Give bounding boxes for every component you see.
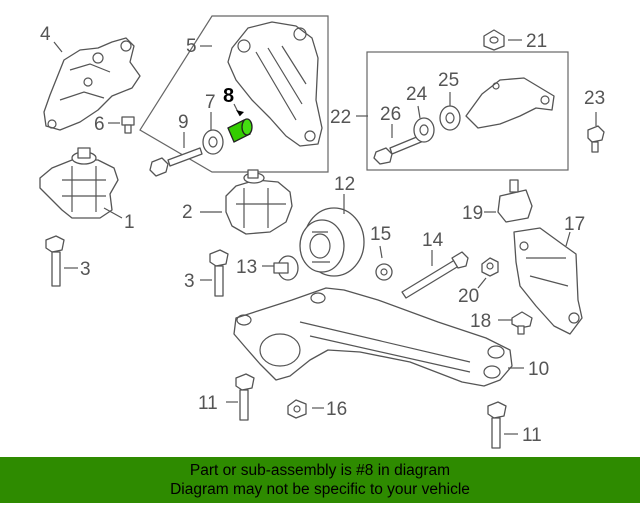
callout-22: 22 (330, 107, 351, 128)
part-10-crossmember[interactable] (233, 287, 513, 387)
group-box-5 (139, 15, 329, 173)
parts-diagram: 4 5 6 7 8 9 1 2 3 3 12 13 14 15 20 19 17… (39, 15, 605, 449)
part-12-mount[interactable] (299, 207, 365, 277)
diagram-notice-banner: Part or sub-assembly is #8 in diagram Di… (0, 457, 640, 503)
callout-5: 5 (186, 36, 197, 57)
callout-26: 26 (380, 104, 401, 125)
part-21-nut[interactable] (483, 29, 505, 51)
part-25-washer[interactable] (439, 105, 461, 131)
callout-3-left: 3 (80, 259, 91, 280)
part-19-mount[interactable] (497, 179, 533, 223)
callout-24: 24 (406, 84, 428, 105)
callout-11-right: 11 (522, 425, 542, 446)
callout-18: 18 (470, 311, 491, 332)
part-4-bracket[interactable] (43, 37, 141, 131)
callout-9: 9 (178, 112, 189, 133)
callout-11-left: 11 (198, 393, 218, 414)
group-box-22 (366, 51, 569, 171)
callout-23: 23 (584, 88, 605, 109)
part-11-bolt-left[interactable] (235, 373, 255, 421)
callout-12: 12 (334, 174, 355, 195)
part-13-stud[interactable] (273, 255, 299, 281)
part-7-bushing[interactable] (202, 129, 224, 155)
part-14-bolt[interactable] (401, 251, 469, 299)
callout-2: 2 (182, 202, 193, 223)
part-16-nut[interactable] (287, 399, 307, 419)
callout-3-right: 3 (184, 271, 195, 292)
part-2-engine-mount[interactable] (225, 169, 293, 235)
part-23-bolt[interactable] (587, 125, 605, 153)
callout-15: 15 (370, 224, 391, 245)
part-1-engine-mount[interactable] (39, 147, 119, 219)
banner-line-disclaimer: Diagram may not be specific to your vehi… (170, 481, 470, 498)
callout-8-highlighted: 8 (223, 85, 234, 107)
callout-17: 17 (564, 214, 585, 235)
callout-10: 10 (528, 359, 549, 380)
callout-1: 1 (124, 212, 135, 233)
callout-21: 21 (526, 31, 547, 52)
callout-20: 20 (458, 286, 479, 307)
callout-19: 19 (462, 203, 483, 224)
callout-25: 25 (438, 70, 459, 91)
part-18-bolt[interactable] (511, 311, 533, 335)
part-3-bolt-right[interactable] (209, 249, 229, 297)
callout-6: 6 (94, 114, 105, 135)
part-3-bolt-left[interactable] (45, 235, 65, 287)
part-24-bushing[interactable] (413, 117, 435, 143)
part-20-nut[interactable] (481, 257, 499, 277)
part-8-bushing-highlighted[interactable] (227, 118, 253, 143)
part-11-bolt-right[interactable] (487, 401, 507, 449)
part-15-washer[interactable] (375, 263, 393, 281)
callout-7: 7 (205, 92, 216, 113)
callout-14: 14 (422, 230, 444, 251)
part-9-bolt[interactable] (149, 147, 203, 177)
callout-4: 4 (40, 24, 51, 45)
banner-line-part-number: Part or sub-assembly is #8 in diagram (189, 462, 451, 479)
part-17-bracket[interactable] (513, 227, 583, 335)
part-22-bracket[interactable] (465, 77, 555, 129)
part-6-bolt[interactable] (121, 116, 135, 134)
callout-13: 13 (236, 257, 257, 278)
part-5-mount-bracket[interactable] (227, 21, 323, 147)
callout-16: 16 (326, 399, 347, 420)
